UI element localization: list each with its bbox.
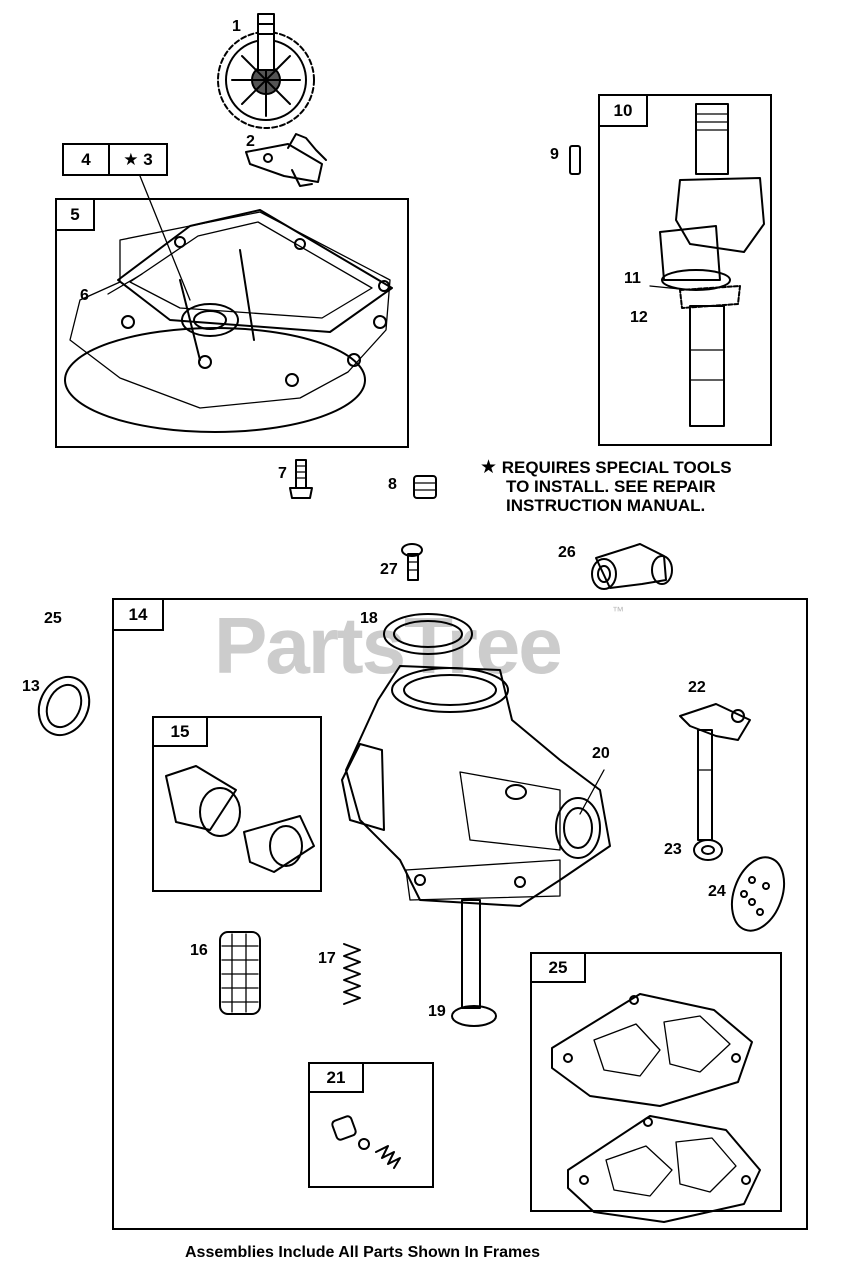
- note-line-3: INSTRUCTION MANUAL.: [506, 496, 706, 515]
- seal-icon: [693, 839, 723, 861]
- check-ball-icon: [331, 1115, 401, 1169]
- callout-23: 23: [664, 841, 682, 858]
- frame-label-5: 5: [55, 198, 95, 231]
- callout-24: 24: [708, 883, 726, 900]
- diagram-caption: Assemblies Include All Parts Shown In Fr…: [185, 1244, 541, 1261]
- callout-11: 11: [624, 270, 641, 287]
- frame-label-3: ★ 3: [108, 143, 168, 176]
- callout-8: 8: [388, 476, 397, 493]
- carburetor-icon: [341, 665, 611, 907]
- frame-label-14: 14: [112, 598, 164, 631]
- frame-check-ball-kit: [308, 1062, 434, 1188]
- screw-27-icon: [401, 543, 423, 581]
- callout-19: 19: [428, 1003, 446, 1020]
- callout-26: 26: [558, 544, 576, 561]
- gasket-ring-13-icon: [37, 675, 91, 737]
- note-line-1: REQUIRES SPECIAL TOOLS: [501, 458, 732, 477]
- frame-crankshaft: [598, 94, 772, 446]
- callout-9: 9: [550, 146, 559, 163]
- callout-1: 1: [232, 18, 241, 35]
- frame-choke-parts: [152, 716, 322, 892]
- callout-7: 7: [278, 465, 287, 482]
- callout-13: 13: [22, 678, 40, 695]
- watermark-text: PartsTree: [214, 601, 563, 690]
- engine-sump-icon: [64, 175, 393, 433]
- callout-6: 6: [80, 287, 89, 304]
- frame-label-25: 25: [530, 952, 586, 983]
- frame-label-15: 15: [152, 716, 208, 747]
- choke-shaft-icon: [165, 765, 315, 873]
- governor-crank-icon: [245, 133, 327, 187]
- fuel-filter-icon: [219, 931, 261, 1015]
- callout-18: 18: [360, 610, 378, 627]
- frame-sump-assembly: [55, 198, 409, 448]
- crankshaft-icon: [649, 103, 765, 427]
- callout-25-top: 25: [44, 610, 62, 627]
- trademark-symbol: ™: [612, 604, 624, 618]
- throttle-shaft-icon: [679, 703, 751, 841]
- key-icon: [569, 145, 581, 175]
- gasket-set-icon: [551, 993, 761, 1223]
- frame-label-10: 10: [598, 94, 648, 127]
- gasket-ring-18-icon: [383, 613, 473, 655]
- governor-gear-icon: [217, 13, 315, 129]
- callout-16: 16: [190, 942, 208, 959]
- note-line-2: TO INSTALL. SEE REPAIR: [506, 477, 716, 496]
- callout-17: 17: [318, 950, 336, 967]
- plug-icon: [413, 475, 437, 499]
- frame-gasket-set: [530, 952, 782, 1212]
- diaphragm-icon: [730, 856, 786, 932]
- screw-icon: [289, 459, 313, 499]
- callout-22: 22: [688, 679, 706, 696]
- elbow-hose-icon: [591, 543, 673, 590]
- spring-icon: [343, 943, 361, 1005]
- callout-20: 20: [592, 745, 610, 762]
- callout-27: 27: [380, 561, 398, 578]
- frame-carburetor: [112, 598, 808, 1230]
- fuel-pickup-tube-icon: [451, 899, 497, 1027]
- callout-2: 2: [246, 133, 255, 150]
- frame-label-21: 21: [308, 1062, 364, 1093]
- special-tools-note: ★ REQUIRES SPECIAL TOOLS TO INSTALL. SEE…: [480, 458, 732, 515]
- callout-12: 12: [630, 309, 648, 326]
- star-icon: ★: [480, 457, 498, 478]
